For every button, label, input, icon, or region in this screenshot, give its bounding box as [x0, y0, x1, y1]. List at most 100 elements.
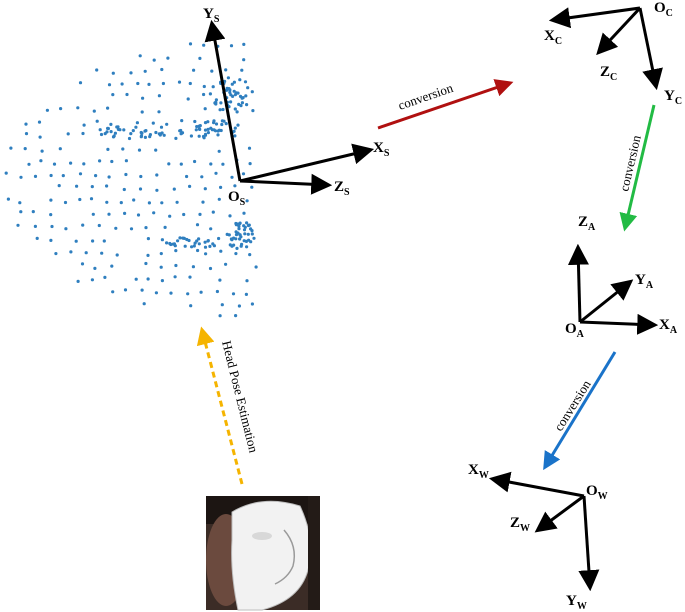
cloud-point: [206, 239, 210, 243]
cloud-point: [203, 128, 208, 132]
cloud-point: [211, 85, 215, 89]
cloud-point: [138, 187, 143, 191]
cloud-point: [131, 129, 135, 133]
frame-a: ZA YA XA OA: [565, 214, 678, 340]
cloud-point: [194, 128, 198, 132]
cloud-point: [114, 226, 118, 230]
cloud-point: [120, 82, 124, 86]
orange-dashed-arrow: [196, 326, 244, 485]
cloud-point: [49, 238, 53, 242]
cloud-point: [98, 128, 102, 132]
cloud-point: [238, 94, 243, 98]
cloud-point: [81, 131, 85, 136]
cloud-point: [203, 121, 208, 125]
cloud-point: [176, 239, 180, 243]
cloud-point: [195, 223, 200, 227]
label-xc: XC: [544, 28, 562, 47]
cloud-point: [191, 265, 195, 269]
cloud-point: [166, 56, 170, 60]
cloud-point: [211, 242, 215, 246]
cloud-point: [106, 106, 110, 110]
cloud-point: [45, 108, 50, 112]
cloud-point: [134, 125, 138, 129]
cloud-point: [202, 136, 206, 140]
cloud-point: [179, 162, 183, 166]
cloud-point: [37, 120, 42, 124]
cloud-point: [219, 249, 223, 253]
cloud-point: [214, 122, 219, 126]
cloud-point: [31, 210, 35, 214]
cloud-point: [181, 236, 185, 240]
cloud-point: [113, 131, 117, 135]
masked-face-photo: [206, 496, 320, 611]
cloud-point: [212, 121, 216, 125]
cloud-point: [107, 212, 111, 216]
cloud-point: [52, 162, 57, 166]
cloud-point: [210, 69, 214, 73]
cloud-point: [189, 304, 193, 308]
cloud-point: [40, 149, 44, 153]
cloud-point: [144, 129, 148, 133]
label-yw: YW: [566, 593, 587, 612]
cloud-point: [229, 100, 233, 104]
cloud-point: [250, 232, 254, 236]
cloud-point: [93, 266, 97, 270]
head-pose-estimation-label: Head Pose Estimation: [219, 339, 261, 455]
cloud-point: [244, 292, 248, 296]
cloud-point: [174, 136, 178, 140]
cloud-point: [233, 184, 237, 188]
cloud-point: [161, 81, 165, 86]
axis-yw: [578, 495, 600, 592]
cloud-point: [236, 123, 240, 127]
cloud-point: [208, 266, 213, 271]
axis-xs: [239, 143, 375, 183]
cloud-point: [221, 107, 225, 112]
cloud-point: [202, 43, 206, 47]
cloud-point: [180, 119, 184, 123]
cloud-point: [230, 82, 234, 86]
cloud-point: [155, 188, 159, 192]
cloud-point: [242, 211, 246, 215]
cloud-point: [209, 227, 213, 231]
cloud-point: [147, 201, 151, 205]
cloud-point: [229, 237, 233, 241]
label-ow: OW: [586, 483, 608, 502]
cloud-point: [222, 119, 226, 123]
axis-yc: [638, 7, 663, 91]
cloud-point: [82, 162, 86, 166]
cloud-point: [206, 127, 210, 131]
cloud-point: [178, 236, 182, 240]
cloud-point: [217, 128, 221, 132]
cloud-point: [214, 171, 218, 175]
cloud-point: [158, 133, 162, 137]
cloud-point: [228, 214, 232, 218]
conversion-label-1: conversion: [396, 80, 455, 113]
cloud-point: [192, 68, 196, 72]
frame-sensor: YS XS ZS OS: [203, 6, 390, 208]
cloud-point: [201, 200, 205, 204]
cloud-point: [143, 135, 147, 139]
cloud-point: [231, 292, 236, 296]
cloud-point: [183, 244, 187, 248]
cloud-point: [229, 44, 234, 48]
cloud-point: [234, 252, 238, 256]
cloud-point: [243, 232, 247, 236]
cloud-point: [186, 292, 190, 296]
cloud-point: [250, 185, 254, 189]
cloud-point: [169, 291, 173, 295]
cloud-point: [58, 147, 62, 151]
cloud-point: [229, 93, 233, 97]
cloud-point: [82, 123, 86, 127]
cloud-point: [214, 98, 218, 102]
cloud-point: [75, 184, 79, 188]
cloud-point: [208, 92, 212, 96]
cloud-point: [152, 211, 156, 215]
cloud-point: [248, 253, 252, 257]
cloud-point: [97, 223, 101, 228]
cloud-point: [81, 223, 85, 227]
cloud-point: [90, 278, 94, 282]
cloud-point: [226, 76, 230, 80]
axis-zs: [239, 173, 333, 195]
cloud-point: [238, 233, 242, 237]
cloud-point: [221, 162, 225, 166]
